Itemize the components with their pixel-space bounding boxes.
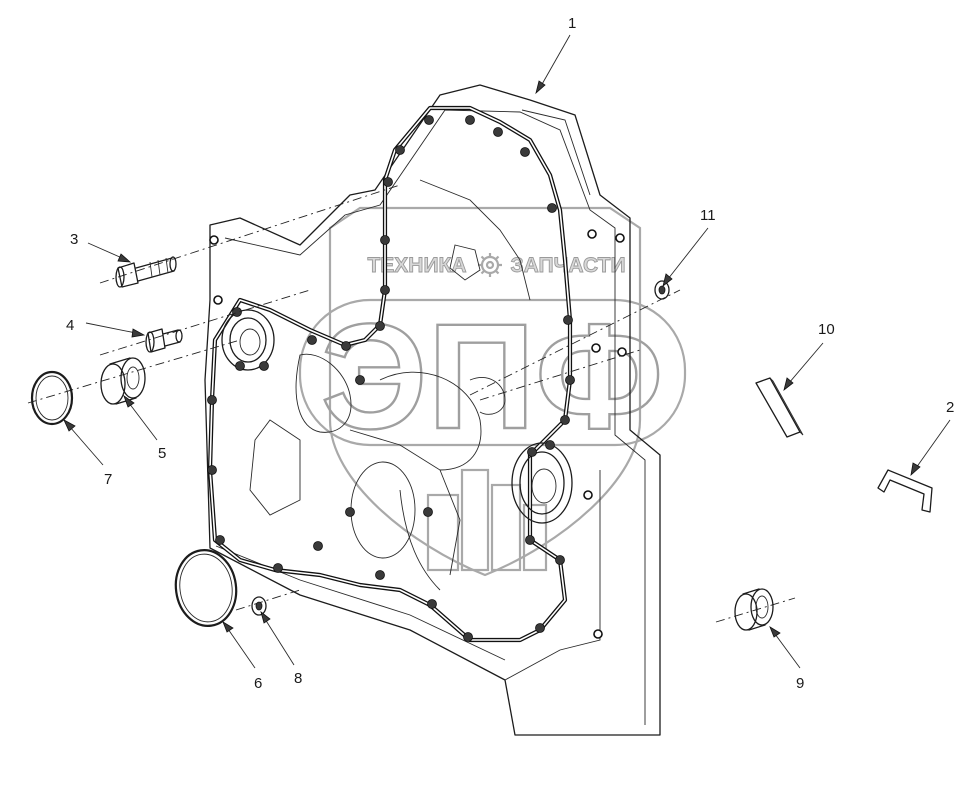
crank-seal-opening [511, 442, 573, 524]
callout-2: 2 [946, 399, 954, 416]
front-gear-housing [204, 84, 661, 736]
watermark-logo-letters: ЭПФ [321, 292, 664, 460]
callout-1: 1 [568, 15, 576, 32]
housing-outline [204, 84, 661, 736]
assembly-centerlines [27, 184, 796, 623]
upper-left-seal-opening [221, 309, 275, 371]
callout-4: 4 [66, 317, 74, 334]
watermark-right-word: ЗАПЧАСТИ [510, 254, 625, 277]
callout-10: 10 [818, 321, 835, 338]
watermark: ЭПФ ТЕХНИКА ЗАПЧАСТИ [298, 206, 687, 577]
bolt-short [145, 328, 183, 353]
gear-icon [478, 253, 502, 277]
o-ring-lower [174, 549, 238, 627]
u-clip [877, 469, 933, 513]
bolt-long [115, 256, 177, 288]
o-ring-large [30, 370, 74, 426]
callout-11: 11 [700, 207, 716, 224]
callout-6: 6 [254, 675, 262, 692]
callout-8: 8 [294, 670, 302, 687]
gasket-bolts [207, 115, 575, 642]
lower-center-opening [350, 461, 416, 559]
key-strip [755, 377, 804, 438]
callout-7: 7 [104, 471, 112, 488]
seal-ring [734, 588, 774, 631]
callout-5: 5 [158, 445, 166, 462]
nut-small [251, 596, 267, 616]
callout-3: 3 [70, 231, 78, 248]
callout-labels: 1 2 3 4 5 6 7 8 9 10 11 [66, 15, 954, 692]
callout-arrows [63, 34, 951, 669]
watermark-logo-frame [298, 298, 687, 447]
watermark-left-word: ТЕХНИКА [367, 254, 466, 277]
bushing [100, 357, 146, 405]
watermark-buildings [426, 468, 548, 572]
nut-right [654, 280, 670, 300]
callout-9: 9 [796, 675, 804, 692]
